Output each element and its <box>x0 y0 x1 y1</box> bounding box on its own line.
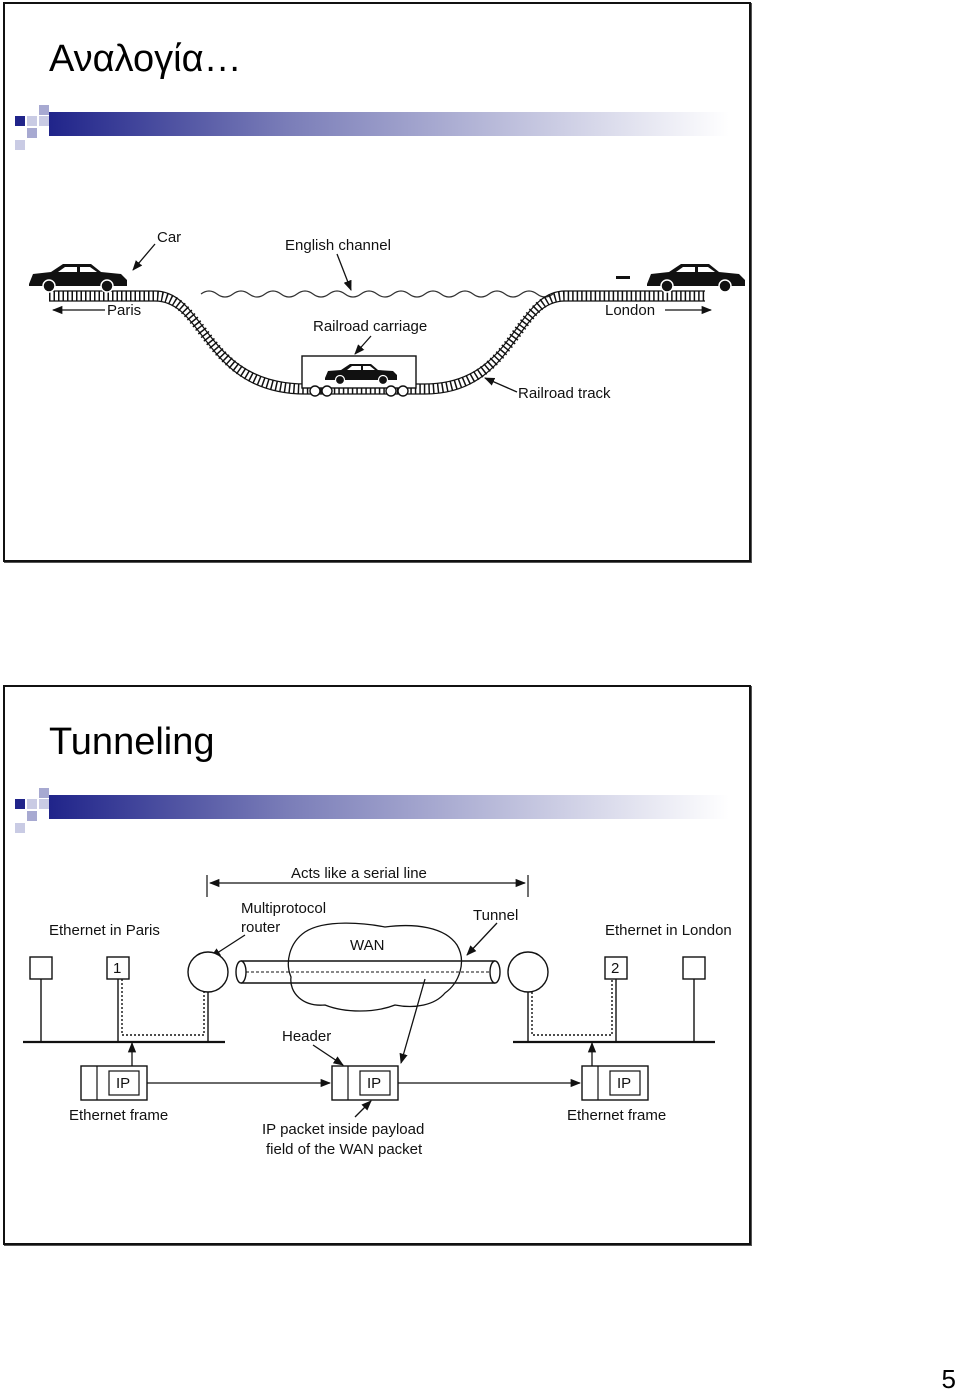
label-paris: Paris <box>107 302 141 319</box>
page-number: 5 <box>941 1364 956 1394</box>
wan-cloud <box>287 922 462 1012</box>
label-router: router <box>241 919 280 936</box>
label-ethernet-london: Ethernet in London <box>605 922 732 939</box>
tunneling-diagram: Acts like a serial line Ethernet in Pari… <box>23 865 732 1158</box>
label-london: London <box>605 302 655 319</box>
label-ethernet-frame-right: Ethernet frame <box>567 1107 666 1124</box>
tunnel-pipe <box>235 960 501 984</box>
railroad-track <box>49 291 705 394</box>
slide-title: Tunneling <box>49 721 215 763</box>
label-english-channel: English channel <box>285 237 391 254</box>
packet-left: IP <box>80 1065 148 1101</box>
label-ip-right: IP <box>617 1075 631 1092</box>
title-decoration <box>15 105 729 150</box>
packet-right: IP <box>581 1065 649 1101</box>
label-wan: WAN <box>350 937 384 954</box>
railroad-carriage <box>301 355 417 397</box>
router-paris <box>187 951 229 993</box>
car-london <box>647 264 745 293</box>
car-paris <box>29 264 127 293</box>
label-header: Header <box>282 1028 331 1045</box>
label-acts-like-serial-line: Acts like a serial line <box>291 865 427 882</box>
label-ethernet-frame-left: Ethernet frame <box>69 1107 168 1124</box>
car-train-diagram: Car English channel Paris London Railroa… <box>29 229 745 402</box>
title-decoration <box>15 788 729 833</box>
label-multiprotocol: Multiprotocol <box>241 900 326 917</box>
packet-middle: IP <box>331 1065 399 1101</box>
label-railroad-track: Railroad track <box>518 385 611 402</box>
host-paris-a <box>29 956 53 980</box>
label-railroad-carriage: Railroad carriage <box>313 318 427 335</box>
label-ip-left: IP <box>116 1075 130 1092</box>
label-payload-line1: IP packet inside payload <box>262 1121 424 1138</box>
channel-water <box>200 290 554 298</box>
slide-title: Αναλογία… <box>49 38 242 80</box>
label-car: Car <box>157 229 181 246</box>
label-node-2: 2 <box>611 960 619 977</box>
label-ethernet-paris: Ethernet in Paris <box>49 922 160 939</box>
slide-analogy: Αναλογία… <box>3 2 751 562</box>
label-tunnel: Tunnel <box>473 907 518 924</box>
host-london-b <box>682 956 706 980</box>
router-london <box>507 951 549 993</box>
slide-tunneling: Tunneling Acts like a <box>3 685 751 1245</box>
label-ip-middle: IP <box>367 1075 381 1092</box>
label-node-1: 1 <box>113 960 121 977</box>
label-payload-line2: field of the WAN packet <box>266 1141 423 1158</box>
